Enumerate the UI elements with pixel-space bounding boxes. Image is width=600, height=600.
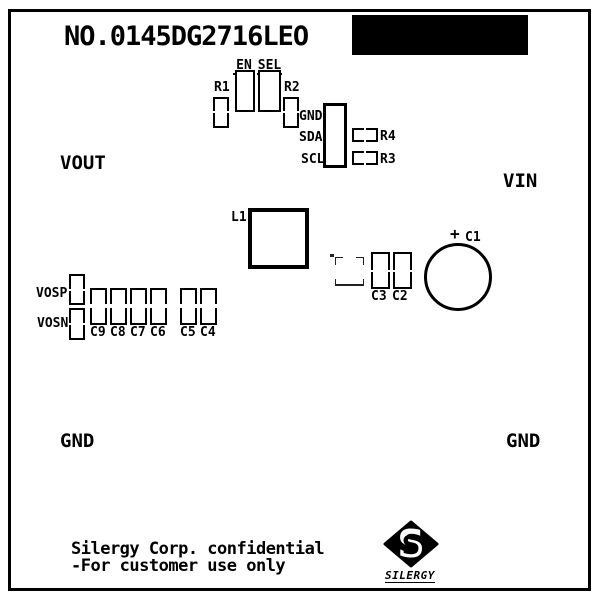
logo-letter-white: S [397,522,424,566]
board-number: NO.0145DG2716LEO [64,21,309,52]
board-outline [8,9,591,591]
r4-pad-right [366,128,378,142]
gnd-left-label: GND [60,430,95,452]
c1-capacitor-footprint [424,243,492,311]
gnd-right-label: GND [506,430,541,452]
vosp-pad-top [69,274,85,289]
r3-label: R3 [380,152,396,167]
confidential-line2: -For customer use only [71,556,286,576]
sel-jumper-footprint [258,70,281,112]
confidential-line1: Silergy Corp. confidential [71,539,325,559]
connector-pin-sda-label: SDA [299,130,323,145]
c5-pad-bottom [180,308,197,325]
r2-label: R2 [284,80,300,95]
c3-pad-bottom [371,272,390,289]
c7-pad-bottom [130,308,147,325]
vosp-label: VOSP [36,286,68,301]
r2-pad-top [283,97,299,111]
c1-label: C1 [465,230,481,245]
c3-pad-top [371,252,390,270]
connector-pin-scl-label: SCL [301,152,325,167]
l1-label: L1 [231,210,247,225]
c1-polarity-mark: + [450,224,460,243]
r2-pad-bottom [283,113,299,128]
connector-pin-gnd-label: GND [299,109,323,124]
r1-pad-bottom [213,113,229,128]
vin-net-label: VIN [503,170,538,192]
r1-pad-top [213,97,229,111]
logo-letter-black: S [402,531,421,561]
r4-label: R4 [380,129,396,144]
vosp-pad-bottom [69,291,85,305]
c4-pad-bottom [200,308,217,325]
c4-pad-top [200,288,217,304]
vosn-pad-bottom [69,325,85,340]
vosn-pad-top [69,308,85,323]
c9-pad-top [90,288,107,304]
c5-label: C5 [180,325,196,340]
c2-pad-top [393,252,412,270]
vout-net-label: VOUT [60,152,106,174]
c3-label: C3 [371,289,387,304]
en-jumper-footprint [235,70,255,112]
i2c-connector-footprint [323,103,347,168]
r1-label: R1 [214,80,230,95]
c9-pad-bottom [90,308,107,325]
c2-pad-bottom [393,272,412,289]
c4-label: C4 [200,325,216,340]
c7-pad-top [130,288,147,304]
c8-pad-top [110,288,127,304]
c2-label: C2 [392,289,408,304]
c6-label: C6 [150,325,166,340]
ic-corner-top-left [335,257,343,265]
c6-pad-bottom [150,308,167,325]
ic-bottom-edge [335,279,364,286]
l1-inductor-footprint [248,208,309,269]
r3-pad-right [366,151,378,165]
c8-pad-bottom [110,308,127,325]
blacked-out-label [352,15,528,55]
r3-pad-left [352,151,364,165]
c6-pad-top [150,288,167,304]
logo-wordmark: SILERGY [385,569,435,583]
r4-pad-left [352,128,364,142]
silergy-logo-icon: S S [383,520,439,568]
c7-label: C7 [130,325,146,340]
c5-pad-top [180,288,197,304]
vosn-label: VOSN [37,316,69,331]
c9-label: C9 [90,325,106,340]
c8-label: C8 [110,325,126,340]
ic-corner-top-right [356,257,364,265]
ic-pin1-dot [330,254,334,257]
